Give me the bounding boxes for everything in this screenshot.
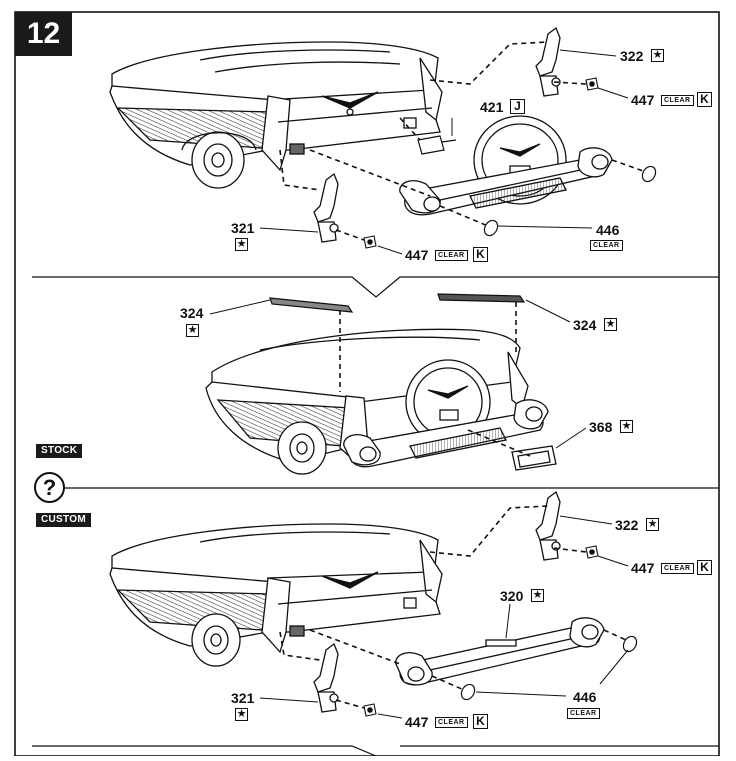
part-number-324: 324 (573, 317, 597, 333)
car-body-middle (205, 328, 549, 475)
star-icon: ★ (235, 238, 248, 251)
part-447-top-left (363, 235, 377, 249)
part-446-bottom (460, 635, 638, 701)
part-number-446: 446 (573, 689, 597, 705)
question-icon: ? (34, 472, 65, 503)
part-447-bottom-left (363, 703, 377, 717)
part-number-321: 321 (231, 220, 255, 236)
car-body-top (109, 41, 443, 189)
part-446-top (483, 165, 657, 237)
car-body-bottom (109, 523, 443, 667)
star-icon: ★ (646, 518, 659, 531)
part-321-bottom (313, 642, 339, 713)
part-number-447: 447 (631, 92, 655, 108)
part-number-368: 368 (589, 419, 613, 435)
part-number-324: 324 (180, 305, 204, 321)
clear-badge: CLEAR (435, 717, 468, 728)
sprue-letter: J (510, 99, 525, 114)
assembly-lines-middle (339, 302, 531, 457)
sprue-letter: K (697, 560, 712, 575)
assembly-lines-bottom (279, 505, 627, 709)
part-324-trim (269, 293, 526, 313)
stock-tag: STOCK (36, 444, 83, 458)
clear-badge: CLEAR (661, 563, 694, 574)
leader-lines-middle (209, 299, 587, 449)
clear-badge: CLEAR (567, 708, 600, 719)
part-number-320: 320 (500, 588, 524, 604)
part-number-447: 447 (405, 247, 429, 263)
part-368-plate (511, 445, 557, 471)
leader-lines-bottom (259, 515, 629, 719)
star-icon: ★ (604, 318, 617, 331)
step-number: 12 (15, 12, 72, 56)
clear-badge: CLEAR (661, 95, 694, 106)
leader-lines-top (259, 49, 629, 255)
clear-badge: CLEAR (435, 250, 468, 261)
sprue-letter: K (697, 92, 712, 107)
part-447-top-right (585, 77, 599, 91)
part-322-top (535, 26, 561, 97)
part-number-447: 447 (405, 714, 429, 730)
part-number-447: 447 (631, 560, 655, 576)
part-321-top (313, 172, 339, 243)
star-icon: ★ (651, 49, 664, 62)
part-322-bottom (535, 490, 561, 561)
clear-badge: CLEAR (590, 240, 623, 251)
panel-divider-1 (32, 276, 719, 298)
star-icon: ★ (620, 420, 633, 433)
part-number-321: 321 (231, 690, 255, 706)
part-447-bottom-right (585, 545, 599, 559)
part-number-322: 322 (615, 517, 639, 533)
part-320-bumper (395, 617, 605, 686)
part-number-322: 322 (620, 48, 644, 64)
star-icon: ★ (531, 589, 544, 602)
sprue-letter: K (473, 714, 488, 729)
star-icon: ★ (235, 708, 248, 721)
star-icon: ★ (186, 324, 199, 337)
panel-divider-3 (32, 745, 377, 757)
custom-tag: CUSTOM (36, 513, 91, 527)
part-number-421: 421 (480, 99, 504, 115)
part-421 (417, 135, 457, 155)
part-number-446: 446 (596, 222, 620, 238)
assembly-lines-top (279, 41, 647, 241)
spare-tire-kit-top (399, 115, 613, 216)
sprue-letter: K (473, 247, 488, 262)
